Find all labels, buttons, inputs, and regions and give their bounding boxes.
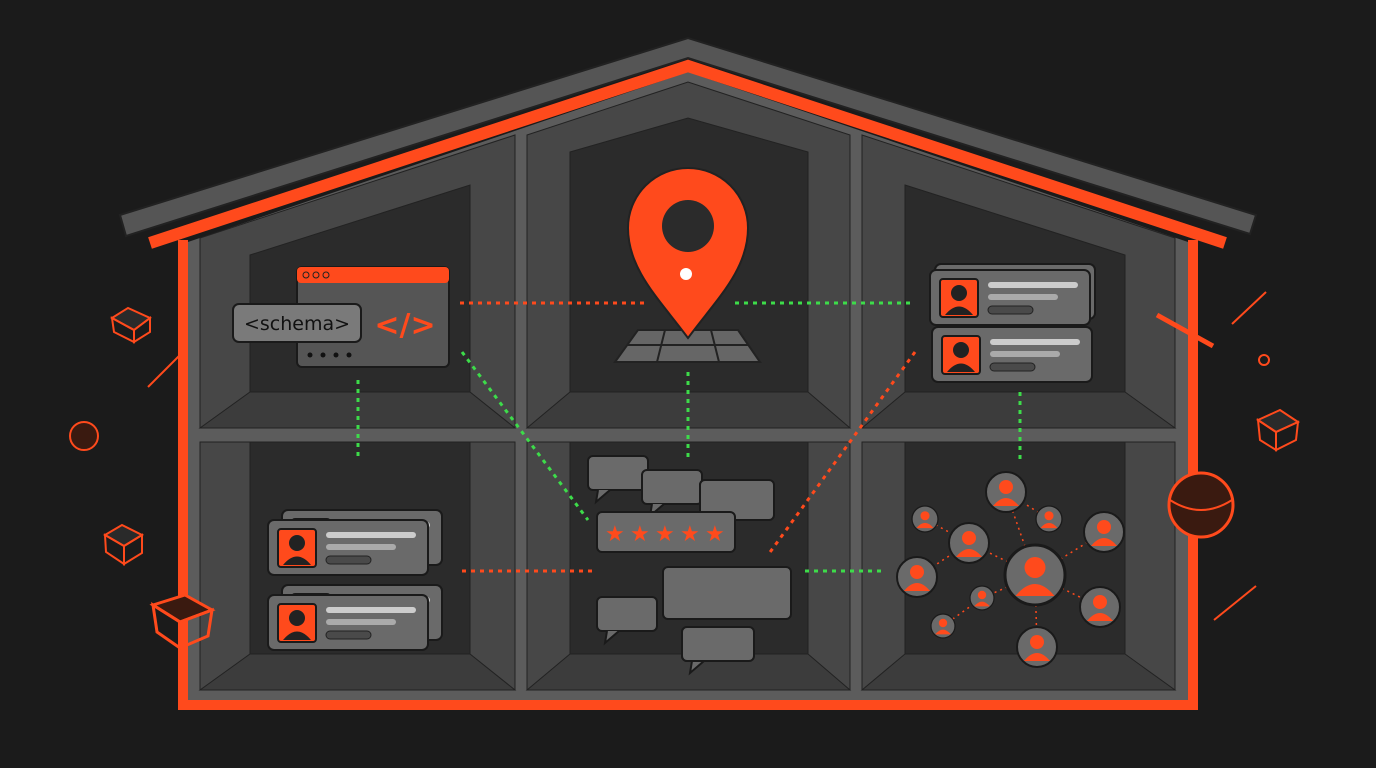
person-avatar-icon [1016,626,1058,668]
star-icon: ★ [680,522,700,547]
cube-icon [149,593,216,651]
sphere-icon [1167,471,1235,539]
roof-accent-line [148,59,1227,249]
star-icon: ★ [605,522,625,547]
reviews-chat: ★★★★★ [587,455,792,674]
cube-icon [103,523,145,566]
person-avatar-icon [896,556,938,598]
star-icon: ★ [630,522,650,547]
sphere-icon [69,421,99,451]
person-avatar-icon [1035,505,1063,533]
star-icon: ★ [705,522,725,547]
floating-decorations [69,291,1301,651]
person-avatar-icon [969,585,995,611]
profile-card-stack-top-right [929,263,1096,383]
person-avatar-icon [1083,511,1125,553]
code-icon: </> [374,308,435,343]
connection-lines [356,301,1022,573]
cube-icon [110,306,152,344]
star-icon: ★ [655,522,675,547]
star-rating: ★★★★★ [605,522,725,547]
person-avatar-icon [1079,586,1121,628]
sphere-icon [1258,354,1270,366]
person-avatar-icon [985,471,1027,513]
profile-card-icon [929,269,1091,326]
community-network [896,471,1125,668]
profile-card-icon [267,594,429,651]
person-avatar-icon [948,522,990,564]
roof [118,36,1258,238]
person-avatar-icon [911,505,939,533]
svg-text:<schema>: <schema> [244,313,350,335]
cube-icon [1255,408,1301,452]
profile-card-icon [931,326,1093,383]
person-avatar-icon [1003,543,1067,607]
location-pin-icon [613,167,762,363]
person-avatar-icon [930,613,956,639]
schema-tag: <schema> [232,303,362,343]
profile-card-icon [267,519,429,576]
schema-label: schema [260,313,334,335]
